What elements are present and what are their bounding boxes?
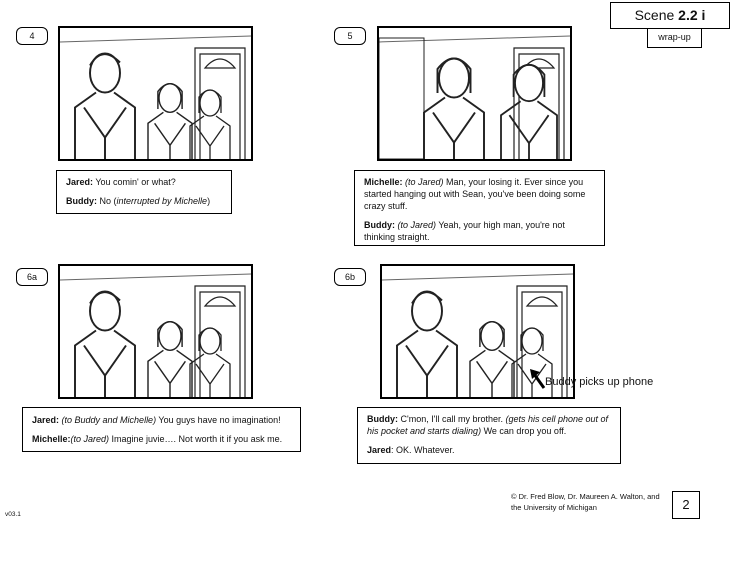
sketch-line <box>438 57 470 99</box>
sketch-line <box>189 327 231 397</box>
sketch-line <box>411 291 443 304</box>
stage-direction: (gets his cell phone out of his pocket a… <box>367 414 609 436</box>
panel-label: 4 <box>16 27 48 45</box>
storyboard-sketch <box>58 264 253 399</box>
arrow-icon <box>530 369 546 389</box>
speaker-name: Buddy: <box>367 414 398 424</box>
dialogue-text: Man, your losing it. Ever since you star… <box>364 177 586 211</box>
panel-label: 5 <box>334 27 366 45</box>
version: v03.1 <box>5 511 21 518</box>
sketch-line <box>423 57 485 159</box>
dialogue-text: You comin' or what? <box>93 177 176 187</box>
speaker-name: Jared: <box>66 177 94 187</box>
sketch-line <box>500 100 558 159</box>
speaker-name: Buddy: <box>66 196 97 206</box>
sketch-line <box>74 91 136 159</box>
scene-number: 2.2 i <box>678 7 706 23</box>
sketch-line <box>147 111 193 159</box>
dialogue-text: No ( <box>97 196 117 206</box>
copyright: © Dr. Fred Blow, Dr. Maureen A. Walton, … <box>511 492 660 512</box>
sketch-line <box>157 82 183 110</box>
dialogue-text: You guys have no imagination! <box>156 415 281 425</box>
sketch-line <box>436 57 472 93</box>
scene-box: Scene 2.2 i <box>610 2 730 29</box>
sketch-line <box>379 37 425 159</box>
speaker-name: Buddy: <box>364 220 395 230</box>
stage-direction: (to Jared) <box>402 177 444 187</box>
annotation: Buddy picks up phone <box>545 376 654 388</box>
scene-prefix: Scene <box>634 7 679 23</box>
storyboard-sketch <box>380 264 575 399</box>
dialogue-text: We can drop you off. <box>481 426 567 436</box>
dialogue-line: Jared: You comin' or what? <box>66 176 222 188</box>
speaker-name: Jared <box>367 445 392 455</box>
dialogue-line: Jared: OK. Whatever. <box>367 444 611 456</box>
sketch-line <box>74 52 136 159</box>
sketch-line <box>198 327 222 351</box>
stage-direction: interrupted by Michelle <box>116 196 208 206</box>
panel-label: 6a <box>16 268 48 286</box>
dialogue-text: C'mon, I'll call my brother. <box>398 414 506 424</box>
dialogue-box: Michelle: (to Jared) Man, your losing it… <box>354 170 605 246</box>
sketch-line <box>198 89 222 113</box>
stage-direction: (to Jared) <box>395 220 437 230</box>
sketch-line <box>147 320 193 397</box>
sketch-line <box>189 115 231 159</box>
speaker-name: Jared: <box>32 415 60 425</box>
dialogue-box: Jared: You comin' or what? Buddy: No (int… <box>56 170 232 214</box>
dialogue-box: Buddy: C'mon, I'll call my brother. (get… <box>357 407 621 464</box>
storyboard-sketch <box>58 26 253 161</box>
sketch-line <box>512 63 546 97</box>
sketch-line <box>189 353 231 397</box>
sketch-line <box>479 320 505 348</box>
sketch-line <box>199 327 221 355</box>
sketch-line <box>158 82 182 114</box>
sketch-line <box>511 353 553 397</box>
storyboard-sketch <box>377 26 572 161</box>
sketch-line <box>480 320 504 352</box>
sketch-line <box>382 273 573 281</box>
stage-direction: (to Jared) <box>70 434 110 444</box>
dialogue-text: : OK. Whatever. <box>391 445 455 455</box>
sketch-line <box>500 63 558 159</box>
dialogue-text: ) <box>207 196 211 206</box>
dialogue-text: Imagine juvie…. Not worth it if you ask … <box>109 434 283 444</box>
sketch-line <box>74 290 136 397</box>
sketch-line <box>511 327 553 397</box>
sketch-line <box>199 89 221 117</box>
stage-direction: (to Buddy and Michelle) <box>59 415 157 425</box>
sketch-line <box>89 53 121 66</box>
dialogue-line: Michelle: (to Jared) Man, your losing it… <box>364 176 595 212</box>
sketch-line <box>147 82 193 159</box>
panel-label: 6b <box>334 268 366 286</box>
dialogue-text: Yeah, your high man, you're not thinking… <box>364 220 565 242</box>
sketch-line <box>189 89 231 159</box>
sketch-line <box>60 35 251 43</box>
sketch-line <box>157 320 183 348</box>
scene-subtitle: wrap-up <box>647 28 702 48</box>
sketch-line <box>520 327 544 351</box>
sketch-line <box>74 329 136 397</box>
page-number: 2 <box>672 491 700 519</box>
sketch-line <box>60 273 251 281</box>
sketch-line <box>521 327 543 355</box>
sketch-line <box>514 63 544 103</box>
speaker-name: Michelle: <box>364 177 403 187</box>
sketch-line <box>158 320 182 352</box>
dialogue-line: Buddy: No (interrupted by Michelle) <box>66 195 222 207</box>
dialogue-line: Buddy: (to Jared) Yeah, your high man, y… <box>364 219 595 243</box>
sketch-line <box>396 329 458 397</box>
sketch-line <box>147 349 193 397</box>
sketch-line <box>396 290 458 397</box>
dialogue-line: Buddy: C'mon, I'll call my brother. (get… <box>367 413 611 437</box>
sketch-line <box>469 349 515 397</box>
dialogue-box: Jared: (to Buddy and Michelle) You guys … <box>22 407 301 452</box>
speaker-name: Michelle: <box>32 434 71 444</box>
sketch-line <box>379 35 570 43</box>
sketch-line <box>469 320 515 397</box>
sketch-line <box>423 96 485 159</box>
dialogue-line: Jared: (to Buddy and Michelle) You guys … <box>32 414 291 426</box>
sketch-line <box>89 291 121 304</box>
dialogue-line: Michelle:(to Jared) Imagine juvie…. Not … <box>32 433 291 445</box>
